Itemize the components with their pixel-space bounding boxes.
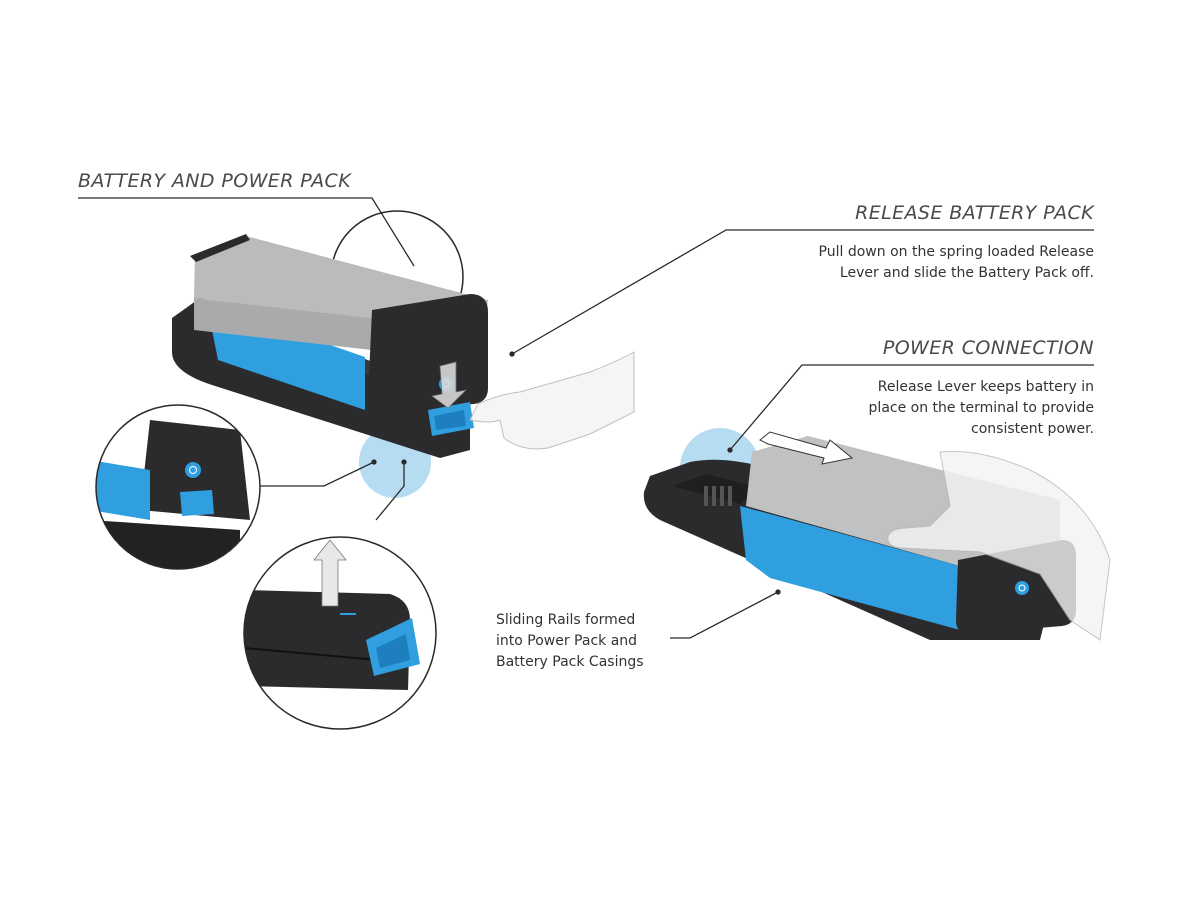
detail-circle-end-cap xyxy=(95,404,261,570)
description-rails-line-1: Sliding Rails formed xyxy=(496,612,636,628)
description-release: Pull down on the spring loaded Release L… xyxy=(819,242,1094,284)
terminal-pins xyxy=(704,486,732,506)
hand-illustration xyxy=(469,351,635,450)
detail-circle-lever xyxy=(243,536,437,730)
description-power-line-1: Release Lever keeps battery in xyxy=(877,379,1094,395)
battery-power-pack-illustration xyxy=(172,210,635,498)
leader-battery-power-pack xyxy=(78,197,415,267)
description-power-line-3: consistent power. xyxy=(971,421,1094,437)
double-arrow-icon xyxy=(431,361,468,409)
hand-illustration-right xyxy=(887,450,1111,641)
description-power-line-2: place on the terminal to provide xyxy=(868,400,1094,416)
description-rails: Sliding Rails formed into Power Pack and… xyxy=(496,610,644,673)
leader-release-battery-pack xyxy=(511,229,1094,355)
battery-blue-side-right xyxy=(740,506,960,630)
description-rails-line-3: Battery Pack Casings xyxy=(496,654,644,670)
label-battery-power-pack: BATTERY AND POWER PACK xyxy=(78,170,352,192)
battery-end-cap xyxy=(368,294,488,412)
leader-detail-lever xyxy=(375,462,405,521)
leader-power-connection xyxy=(729,364,1094,451)
label-power-connection: POWER CONNECTION xyxy=(882,337,1094,359)
power-button-icon-right xyxy=(1015,581,1029,595)
description-power: Release Lever keeps battery in place on … xyxy=(869,377,1094,440)
leader-lines xyxy=(78,197,1094,639)
power-connection-illustration xyxy=(643,428,1111,641)
description-release-line-2: Lever and slide the Battery Pack off. xyxy=(839,265,1094,281)
slide-arrow-icon xyxy=(759,431,854,465)
description-release-line-1: Pull down on the spring loaded Release xyxy=(818,244,1094,260)
label-release-battery-pack: RELEASE BATTERY PACK xyxy=(855,202,1094,224)
leader-detail-end-cap xyxy=(260,461,375,487)
description-rails-line-2: into Power Pack and xyxy=(496,633,638,649)
leader-sliding-rails xyxy=(670,591,779,639)
battery-grey-top xyxy=(194,236,488,318)
